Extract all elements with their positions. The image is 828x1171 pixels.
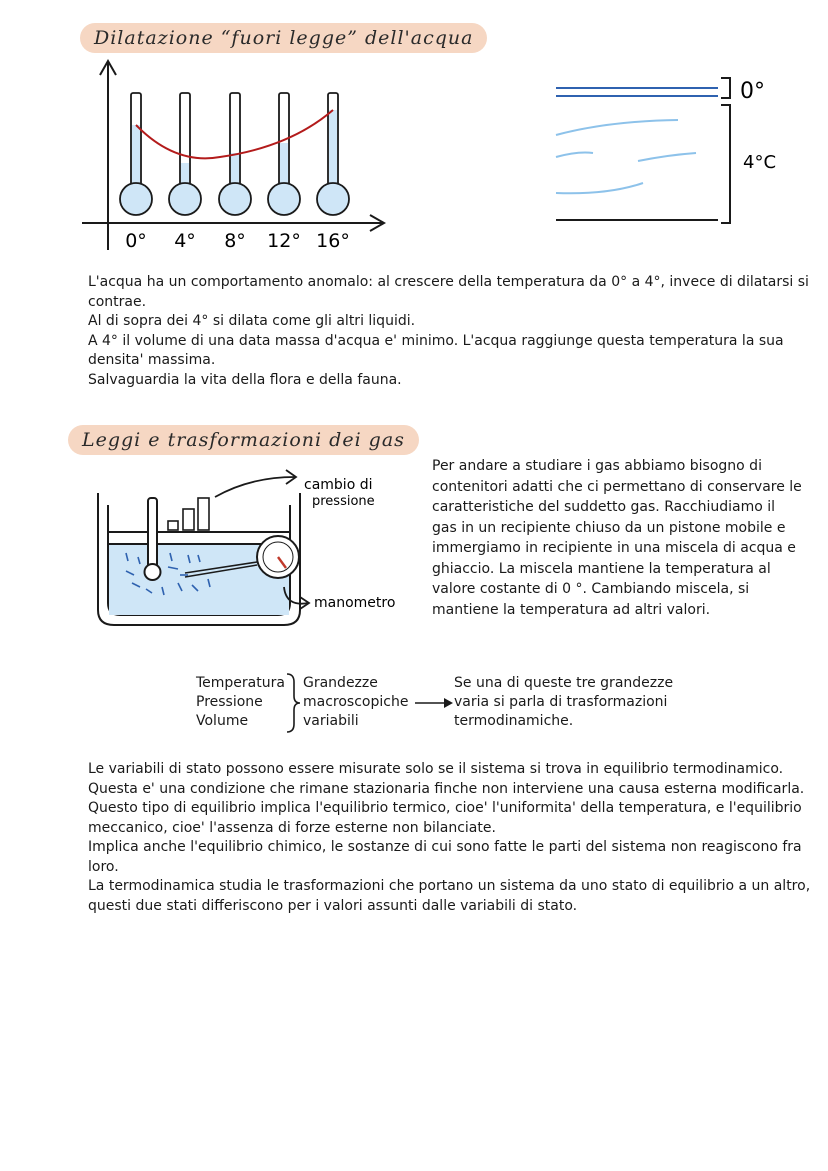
thermometer-graph: 0° 4° 8° 12° 16°	[82, 58, 387, 252]
paragraph: Le variabili di stato possono essere mis…	[88, 761, 784, 777]
thermometer-label: 0°	[125, 230, 147, 252]
paragraph: A 4° il volume di una data massa d'acqua…	[88, 332, 784, 369]
brace-icon	[286, 673, 301, 733]
note-line: Se una di queste tre grandezze	[454, 675, 674, 691]
section-title-gas: Leggi e trasformazioni dei gas	[68, 425, 419, 455]
thermometer-label: 4°	[174, 230, 196, 252]
gas-description: Per andare a studiare i gas abbiamo biso…	[432, 456, 802, 620]
variable-volume: Volume	[196, 713, 249, 729]
arrow-right-icon	[415, 698, 453, 708]
label-pressure-change: cambio di	[304, 477, 372, 493]
paragraph: Al di sopra dei 4° si dilata come gli al…	[88, 313, 416, 329]
paragraph: Questa e' una condizione che rimane staz…	[88, 780, 805, 797]
state-variables-list: Temperatura Pressione Volume	[196, 674, 285, 731]
section1-text: L'acqua ha un comportamento anomalo: al …	[88, 273, 812, 390]
lake-diagram: 0° 4°C	[555, 77, 776, 224]
thermometer-label: 12°	[267, 230, 301, 252]
thermometer-2	[218, 92, 252, 216]
thermometer-label: 8°	[224, 230, 246, 252]
lake-label-top: 0°	[740, 79, 765, 104]
thermometer-1	[168, 92, 202, 216]
section-title-dilatazione: Dilatazione “fuori legge” dell'acqua	[80, 23, 488, 53]
group-label-line: variabili	[303, 713, 359, 729]
thermometer-0	[119, 92, 153, 216]
paragraph: Questo tipo di equilibrio implica l'equi…	[88, 800, 802, 836]
section2-text: Le variabili di stato possono essere mis…	[88, 760, 812, 916]
thermometer-4	[316, 92, 350, 216]
paragraph: L'acqua ha un comportamento anomalo: al …	[88, 274, 809, 310]
variables-group-label: Grandezze macroscopiche variabili	[303, 674, 408, 731]
thermometer-label: 16°	[316, 230, 350, 252]
note-line: varia si parla di trasformazioni	[454, 694, 668, 710]
label-manometer: manometro	[314, 595, 395, 611]
paragraph: Salvaguardia la vita della flora e della…	[88, 371, 402, 388]
label-pressure-change-2: pressione	[312, 494, 375, 509]
variables-note: Se una di queste tre grandezze varia si …	[454, 674, 673, 731]
thermometer-3	[267, 92, 301, 216]
note-line: termodinamiche.	[454, 713, 574, 729]
group-label-line: Grandezze	[303, 675, 378, 691]
lake-label-bottom: 4°C	[743, 152, 776, 173]
variable-pressure: Pressione	[196, 694, 263, 710]
description-text: Per andare a studiare i gas abbiamo biso…	[432, 458, 802, 618]
variable-temperature: Temperatura	[196, 675, 285, 691]
paragraph: Implica anche l'equilibrio chimico, le s…	[88, 839, 802, 875]
paragraph: La termodinamica studia le trasformazion…	[88, 878, 811, 914]
gas-container-diagram: cambio di pressione manometro	[97, 469, 395, 626]
group-label-line: macroscopiche	[303, 694, 409, 710]
